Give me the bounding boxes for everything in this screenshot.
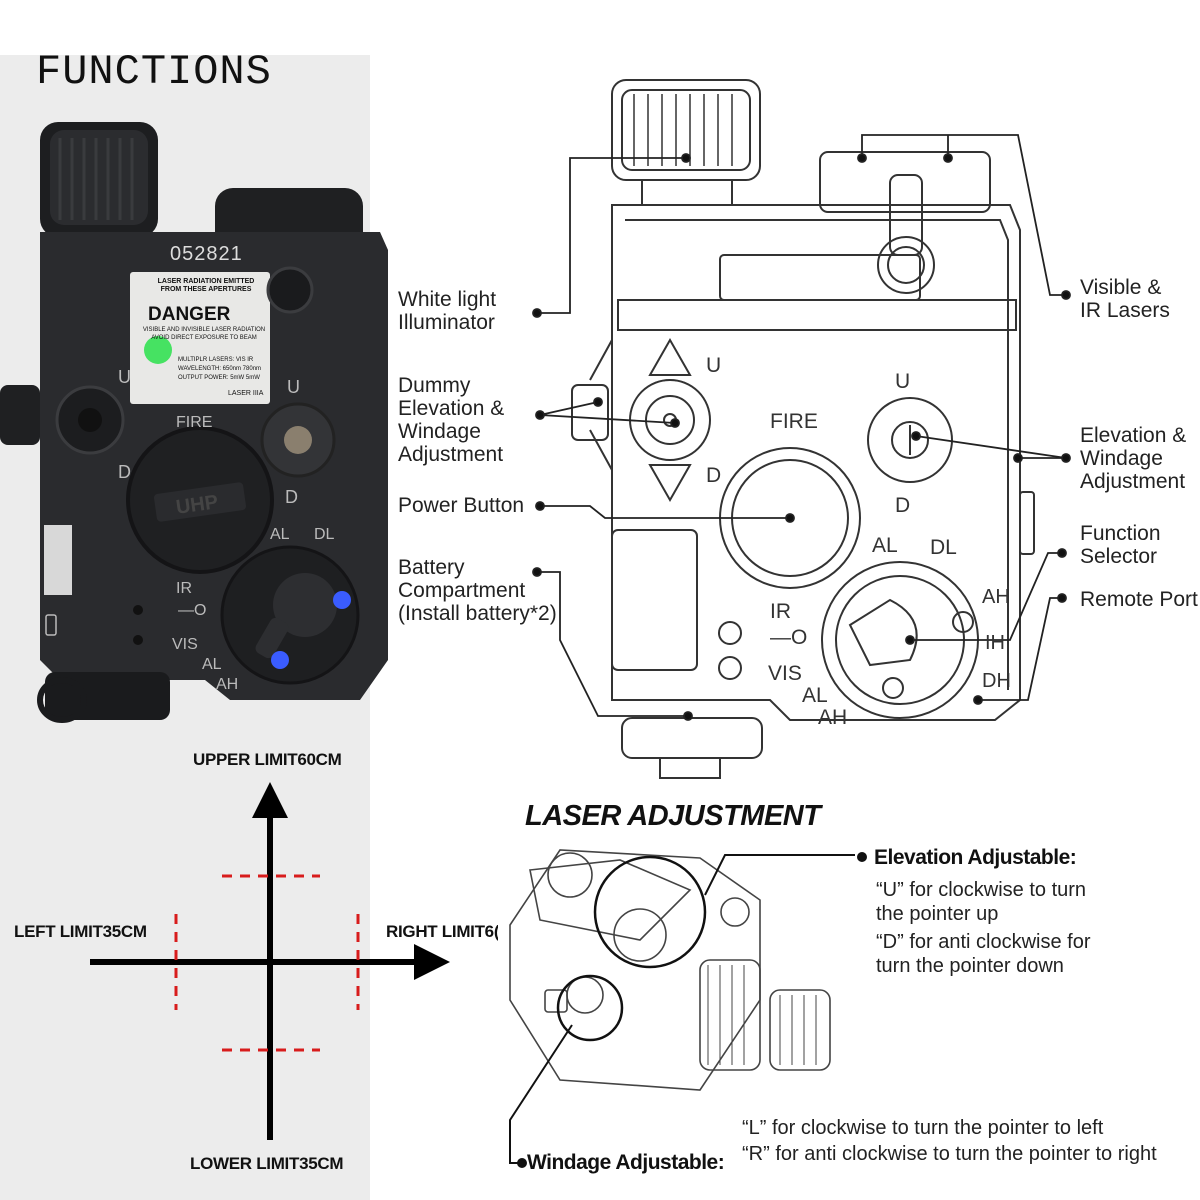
diagram-mark-u-right: U — [895, 370, 911, 393]
diagram-mark-dl: DL — [930, 536, 957, 559]
instruction-line: “R” for anti clockwise to turn the point… — [742, 1143, 1157, 1165]
photo-mark-ir: IR — [176, 580, 192, 597]
diagram-mark-al: AL — [872, 534, 898, 557]
photo-mark-vis: VIS — [172, 636, 198, 653]
diagram-mark-o: —O — [770, 626, 808, 649]
adjustment-callout-lines — [509, 852, 867, 1168]
elevation-adjustable-heading: Elevation Adjustable: — [874, 846, 1077, 869]
aim-limit-diagram — [90, 782, 450, 1140]
photo-mark-d-right: D — [285, 487, 298, 507]
spec-line: WAVELENGTH: 650nm 780nm — [178, 366, 262, 372]
diagram-mark-dh: DH — [982, 670, 1011, 692]
left-limit-label: LEFT LIMIT35CM — [14, 922, 147, 941]
elevation-windage-label: Elevation & Windage Adjustment — [1080, 424, 1187, 493]
windage-instructions: “L” for clockwise to turn the pointer to… — [742, 1116, 1157, 1166]
photo-mark-u-left: U — [118, 367, 131, 387]
page-title: FUNCTIONS — [36, 48, 272, 96]
diagram-mark-ah: AH — [818, 706, 848, 729]
elevation-instructions: “U” for clockwise to turn the pointer up… — [876, 878, 1091, 978]
diagram-mark-u-left: U — [706, 354, 722, 377]
callout-lines — [532, 134, 1071, 721]
photo-mark-al-bottom: AL — [202, 656, 222, 673]
diagram-mark-al-bottom: AL — [802, 684, 828, 707]
battery-compartment-label: Battery Compartment (Install battery*2) — [398, 556, 557, 625]
photo-mark-d-left: D — [118, 462, 131, 482]
white-light-label: White light Illuminator — [398, 288, 497, 334]
lower-limit-label: LOWER LIMIT35CM — [190, 1154, 344, 1173]
photo-mark-o: —O — [178, 602, 207, 619]
diagram-mark-vis: VIS — [768, 662, 802, 685]
instruction-line: “D” for anti clockwise for — [876, 931, 1091, 953]
instruction-line: the pointer up — [876, 903, 999, 925]
qr-code-photo — [44, 525, 72, 595]
instruction-line: “U” for clockwise to turn — [876, 879, 1087, 901]
arrow-up-icon — [252, 782, 288, 818]
warning-mid-text: VISIBLE AND INVISIBLE LASER RADIATION AV… — [142, 327, 266, 341]
danger-text: DANGER — [148, 304, 231, 325]
serial-number: 052821 — [170, 243, 243, 265]
spec-line: OUTPUT POWER: 5mW 5mW — [178, 375, 260, 381]
blue-screw-top — [333, 591, 351, 609]
diagram-mark-d-left: D — [706, 464, 722, 487]
diagram-mark-ah-right: AH — [982, 586, 1010, 608]
aperture-cap-photo — [266, 266, 314, 314]
remote-port-label: Remote Port — [1080, 588, 1198, 611]
photo-mark-dl: DL — [314, 526, 335, 543]
photo-mark-al: AL — [270, 526, 290, 543]
photo-mark-u-right: U — [287, 377, 300, 397]
side-knob-photo — [0, 385, 40, 445]
diagram-mark-d-right: D — [895, 494, 911, 517]
diagram-mark-ih: IH — [985, 632, 1005, 654]
function-selector-label: Function Selector — [1080, 522, 1161, 568]
warning-top-text: LASER RADIATION EMITTED FROM THESE APERT… — [157, 278, 255, 293]
device-photo — [0, 122, 388, 723]
spec-line: MULTIPLR LASERS: VIS IR — [178, 357, 254, 363]
laser-adjustment-drawing — [509, 849, 831, 1091]
callout-circles — [556, 855, 707, 1042]
windage-adjustable-heading: Windage Adjustable: — [527, 1151, 725, 1174]
laser-specs: MULTIPLR LASERS: VIS IR WAVELENGTH: 650n… — [178, 356, 268, 383]
instruction-line: turn the pointer down — [876, 955, 1064, 977]
upper-limit-label: UPPER LIMIT60CM — [193, 750, 342, 769]
photo-mark-fire: FIRE — [176, 414, 213, 431]
laser-adjustment-title: LASER ADJUSTMENT — [525, 800, 821, 832]
blue-screw-bottom — [271, 651, 289, 669]
visible-ir-lasers-label: Visible & IR Lasers — [1080, 276, 1170, 322]
diagram-mark-ir: IR — [770, 600, 791, 623]
right-limit-label: RIGHT LIMIT6( — [386, 922, 498, 941]
instruction-line: “L” for clockwise to turn the pointer to… — [742, 1117, 1104, 1139]
diagram-mark-fire: FIRE — [770, 410, 818, 433]
arrow-right-icon — [414, 944, 450, 980]
dummy-adjustment-label: Dummy Elevation & Windage Adjustment — [398, 374, 505, 466]
laser-class-text: LASER IIIA — [228, 390, 264, 397]
power-button-label: Power Button — [398, 494, 525, 517]
photo-mark-ah: AH — [216, 676, 239, 693]
warning-label-photo — [130, 272, 270, 404]
laser-starburst-icon — [144, 336, 172, 364]
